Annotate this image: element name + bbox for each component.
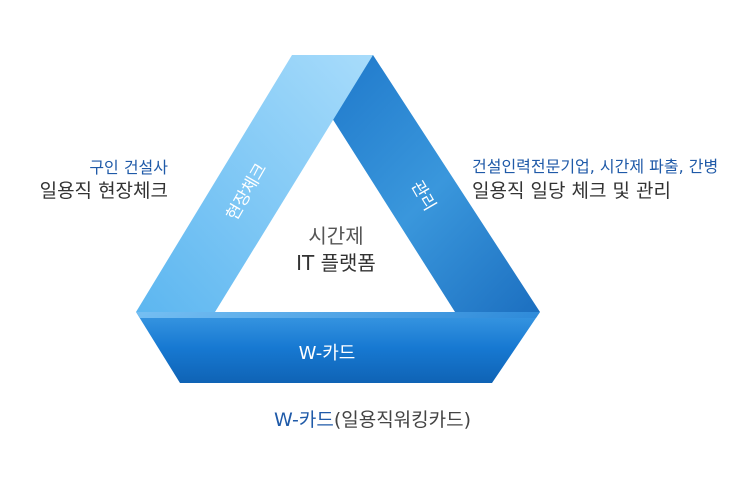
center-title: 시간제: [308, 224, 363, 248]
left-band: [136, 55, 373, 312]
caption-rest: (일용직워킹카드): [333, 409, 472, 431]
left-note-subtitle: 구인 건설사: [89, 158, 168, 177]
left-note-title: 일용직 현장체크: [39, 180, 168, 202]
right-note-title: 일용직 일당 체크 및 관리: [472, 180, 671, 202]
caption-accent: W-카드: [273, 409, 334, 431]
bottom-caption: W-카드(일용직워킹카드): [0, 405, 745, 432]
right-band: [292, 55, 540, 312]
center-subtitle: IT 플랫폼: [296, 251, 376, 275]
bottom-band-label: W-카드: [299, 343, 356, 364]
right-note-subtitle: 건설인력전문기업, 시간제 파출, 간병: [472, 157, 719, 176]
bottom-band: [136, 312, 540, 383]
bottom-band-edge: [136, 312, 540, 318]
